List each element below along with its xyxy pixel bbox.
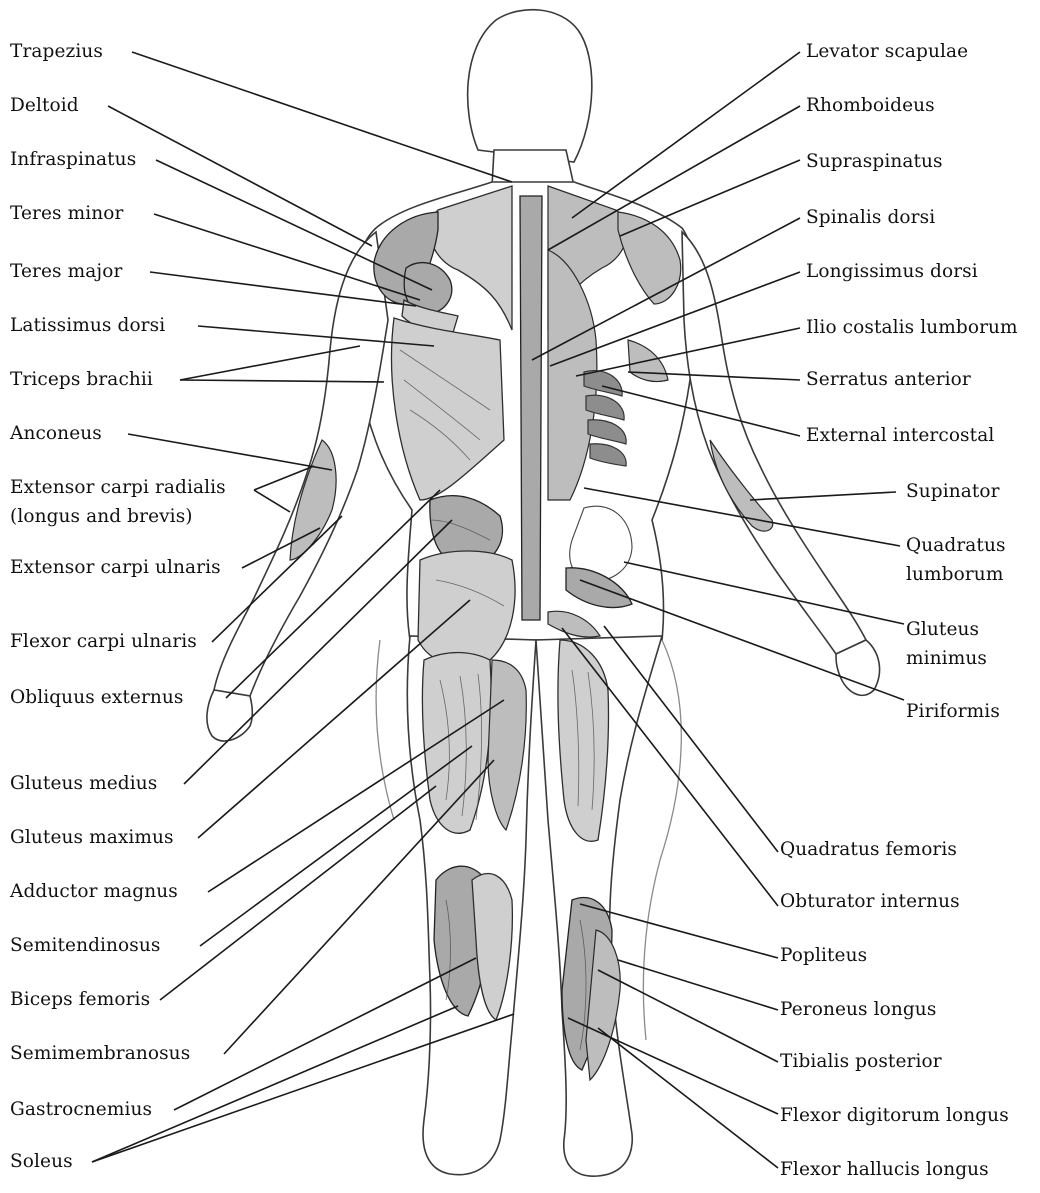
label-tibialis-posterior: Tibialis posterior <box>780 1049 942 1075</box>
label-serratus-anterior: Serratus anterior <box>806 367 971 393</box>
label-soleus: Soleus <box>10 1149 73 1175</box>
label-quadratus-lumborum-line1: Quadratus <box>906 531 1006 560</box>
body-silhouette <box>207 10 880 1177</box>
label-extensor-carpi-radialis: Extensor carpi radialis (longus and brev… <box>10 473 226 531</box>
label-teres-major: Teres major <box>10 259 122 285</box>
label-biceps-femoris: Biceps femoris <box>10 987 150 1013</box>
label-external-intercostal: External intercostal <box>806 423 994 449</box>
label-spinalis-dorsi: Spinalis dorsi <box>806 205 935 231</box>
label-gluteus-minimus-line2: minimus <box>906 644 987 673</box>
label-gluteus-maximus: Gluteus maximus <box>10 825 174 851</box>
label-longissimus-dorsi: Longissimus dorsi <box>806 259 978 285</box>
label-deltoid: Deltoid <box>10 93 79 119</box>
label-quadratus-lumborum: Quadratus lumborum <box>906 531 1006 589</box>
label-anconeus: Anconeus <box>10 421 102 447</box>
label-levator-scapulae: Levator scapulae <box>806 39 968 65</box>
label-gluteus-minimus: Gluteus minimus <box>906 615 987 673</box>
label-extensor-carpi-radialis-line2: (longus and brevis) <box>10 502 226 531</box>
label-extensor-carpi-radialis-line1: Extensor carpi radialis <box>10 473 226 502</box>
label-piriformis: Piriformis <box>906 699 1000 725</box>
label-ilio-costalis-lumborum: Ilio costalis lumborum <box>806 315 1018 341</box>
label-adductor-magnus: Adductor magnus <box>10 879 178 905</box>
label-semimembranosus: Semimembranosus <box>10 1041 190 1067</box>
label-infraspinatus: Infraspinatus <box>10 147 136 173</box>
label-latissimus-dorsi: Latissimus dorsi <box>10 313 165 339</box>
label-gluteus-medius: Gluteus medius <box>10 771 157 797</box>
label-supraspinatus: Supraspinatus <box>806 149 943 175</box>
label-popliteus: Popliteus <box>780 943 867 969</box>
label-supinator: Supinator <box>906 479 1000 505</box>
label-gluteus-minimus-line1: Gluteus <box>906 615 987 644</box>
label-gastrocnemius: Gastrocnemius <box>10 1097 152 1123</box>
label-triceps-brachii: Triceps brachii <box>10 367 153 393</box>
label-semitendinosus: Semitendinosus <box>10 933 161 959</box>
label-obturator-internus: Obturator internus <box>780 889 960 915</box>
label-flexor-carpi-ulnaris: Flexor carpi ulnaris <box>10 629 197 655</box>
label-extensor-carpi-ulnaris: Extensor carpi ulnaris <box>10 555 221 581</box>
label-quadratus-femoris: Quadratus femoris <box>780 837 957 863</box>
label-teres-minor: Teres minor <box>10 201 123 227</box>
label-peroneus-longus: Peroneus longus <box>780 997 936 1023</box>
label-flexor-digitorum-longus: Flexor digitorum longus <box>780 1103 1009 1129</box>
label-trapezius: Trapezius <box>10 39 103 65</box>
label-rhomboideus: Rhomboideus <box>806 93 935 119</box>
label-quadratus-lumborum-line2: lumborum <box>906 560 1006 589</box>
label-obliquus-externus: Obliquus externus <box>10 685 184 711</box>
label-flexor-hallucis-longus: Flexor hallucis longus <box>780 1157 989 1183</box>
